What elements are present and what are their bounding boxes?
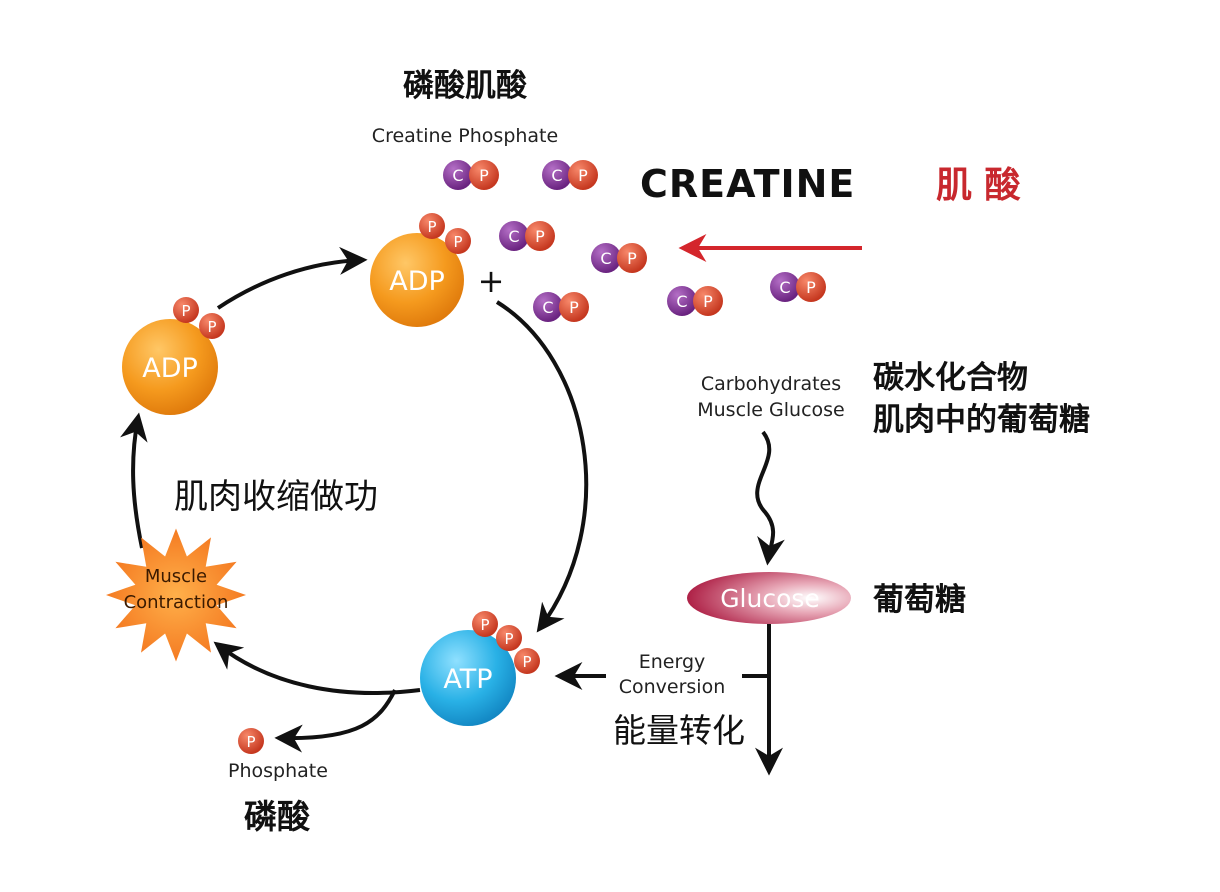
svg-text:C: C xyxy=(551,166,562,185)
svg-text:C: C xyxy=(600,249,611,268)
glucose-label-en: Glucose xyxy=(720,584,820,613)
svg-text:P: P xyxy=(504,630,513,648)
arrow-atp-to-contraction xyxy=(213,641,421,695)
svg-text:P: P xyxy=(578,166,588,185)
energy-line1-en: Energy xyxy=(639,651,706,673)
energy-line2-en: Conversion xyxy=(619,676,726,698)
svg-text:P: P xyxy=(479,166,489,185)
cp-molecule: C P xyxy=(770,272,826,302)
atp-label: ATP xyxy=(443,664,492,695)
svg-text:P: P xyxy=(207,318,216,336)
cp-molecules: C P C P C P C P C P C P C xyxy=(443,160,826,322)
muscle-contraction-line1: Muscle xyxy=(145,566,207,587)
arrow-adp-left-to-adp-top xyxy=(216,246,368,310)
creatine-label-zh: 肌 酸 xyxy=(936,165,1021,206)
svg-text:P: P xyxy=(703,292,713,311)
svg-text:P: P xyxy=(427,218,436,236)
svg-text:P: P xyxy=(627,249,637,268)
plus-sign: + xyxy=(478,262,505,300)
starburst-shape xyxy=(106,528,246,662)
creatine-label-en: CREATINE xyxy=(640,162,855,206)
energy-label-bg xyxy=(606,652,742,700)
arrow-atp-to-phosphate xyxy=(274,689,397,753)
svg-text:P: P xyxy=(569,298,579,317)
carbohydrates-line2-en: Muscle Glucose xyxy=(697,399,845,421)
arrow-adp-top-to-atp xyxy=(495,300,589,633)
svg-text:C: C xyxy=(508,227,519,246)
svg-text:P: P xyxy=(453,233,462,251)
carbohydrates-line2-zh: 肌肉中的葡萄糖 xyxy=(873,402,1090,438)
muscle-contraction-line2: Contraction xyxy=(124,592,229,613)
phosphate-node: P xyxy=(238,728,264,754)
svg-text:P: P xyxy=(480,616,489,634)
carbohydrates-line1-en: Carbohydrates xyxy=(701,373,841,395)
svg-text:P: P xyxy=(522,653,531,671)
cp-molecule: C P xyxy=(542,160,598,190)
cp-molecule: C P xyxy=(533,292,589,322)
carbohydrates-line1-zh: 碳水化合物 xyxy=(873,360,1028,396)
energy-label-zh: 能量转化 xyxy=(613,711,745,750)
adp-top-label: ADP xyxy=(389,266,445,297)
svg-text:C: C xyxy=(676,292,687,311)
adp-left-label: ADP xyxy=(142,353,198,384)
phosphate-label-en: Phosphate xyxy=(228,760,328,782)
svg-text:P: P xyxy=(181,302,190,320)
svg-text:C: C xyxy=(452,166,463,185)
arrow-contraction-to-adp-left xyxy=(120,412,148,549)
cp-molecule: C P xyxy=(667,286,723,316)
svg-text:P: P xyxy=(806,278,816,297)
adp-left-node: ADP P P xyxy=(122,297,225,415)
adp-top-node: ADP P P xyxy=(370,213,471,327)
svg-text:C: C xyxy=(779,278,790,297)
creatine-phosphate-title-en: Creatine Phosphate xyxy=(372,125,558,147)
muscle-work-zh: 肌肉收缩做功 xyxy=(174,477,378,517)
creatine-phosphate-title-zh: 磷酸肌酸 xyxy=(403,68,528,104)
svg-text:P: P xyxy=(535,227,545,246)
cp-molecule: C P xyxy=(499,221,555,251)
cp-molecule: C P xyxy=(591,243,647,273)
svg-text:C: C xyxy=(542,298,553,317)
phosphate-label-zh: 磷酸 xyxy=(244,797,311,836)
glucose-label-zh: 葡萄糖 xyxy=(873,582,966,618)
svg-text:P: P xyxy=(246,733,255,751)
atp-node: ATP P P P xyxy=(420,611,540,726)
glucose-node: Glucose xyxy=(687,572,851,624)
cp-molecule: C P xyxy=(443,160,499,190)
muscle-contraction-star: Muscle Contraction xyxy=(106,528,246,662)
arrow-carbohydrates-to-glucose xyxy=(755,430,785,566)
